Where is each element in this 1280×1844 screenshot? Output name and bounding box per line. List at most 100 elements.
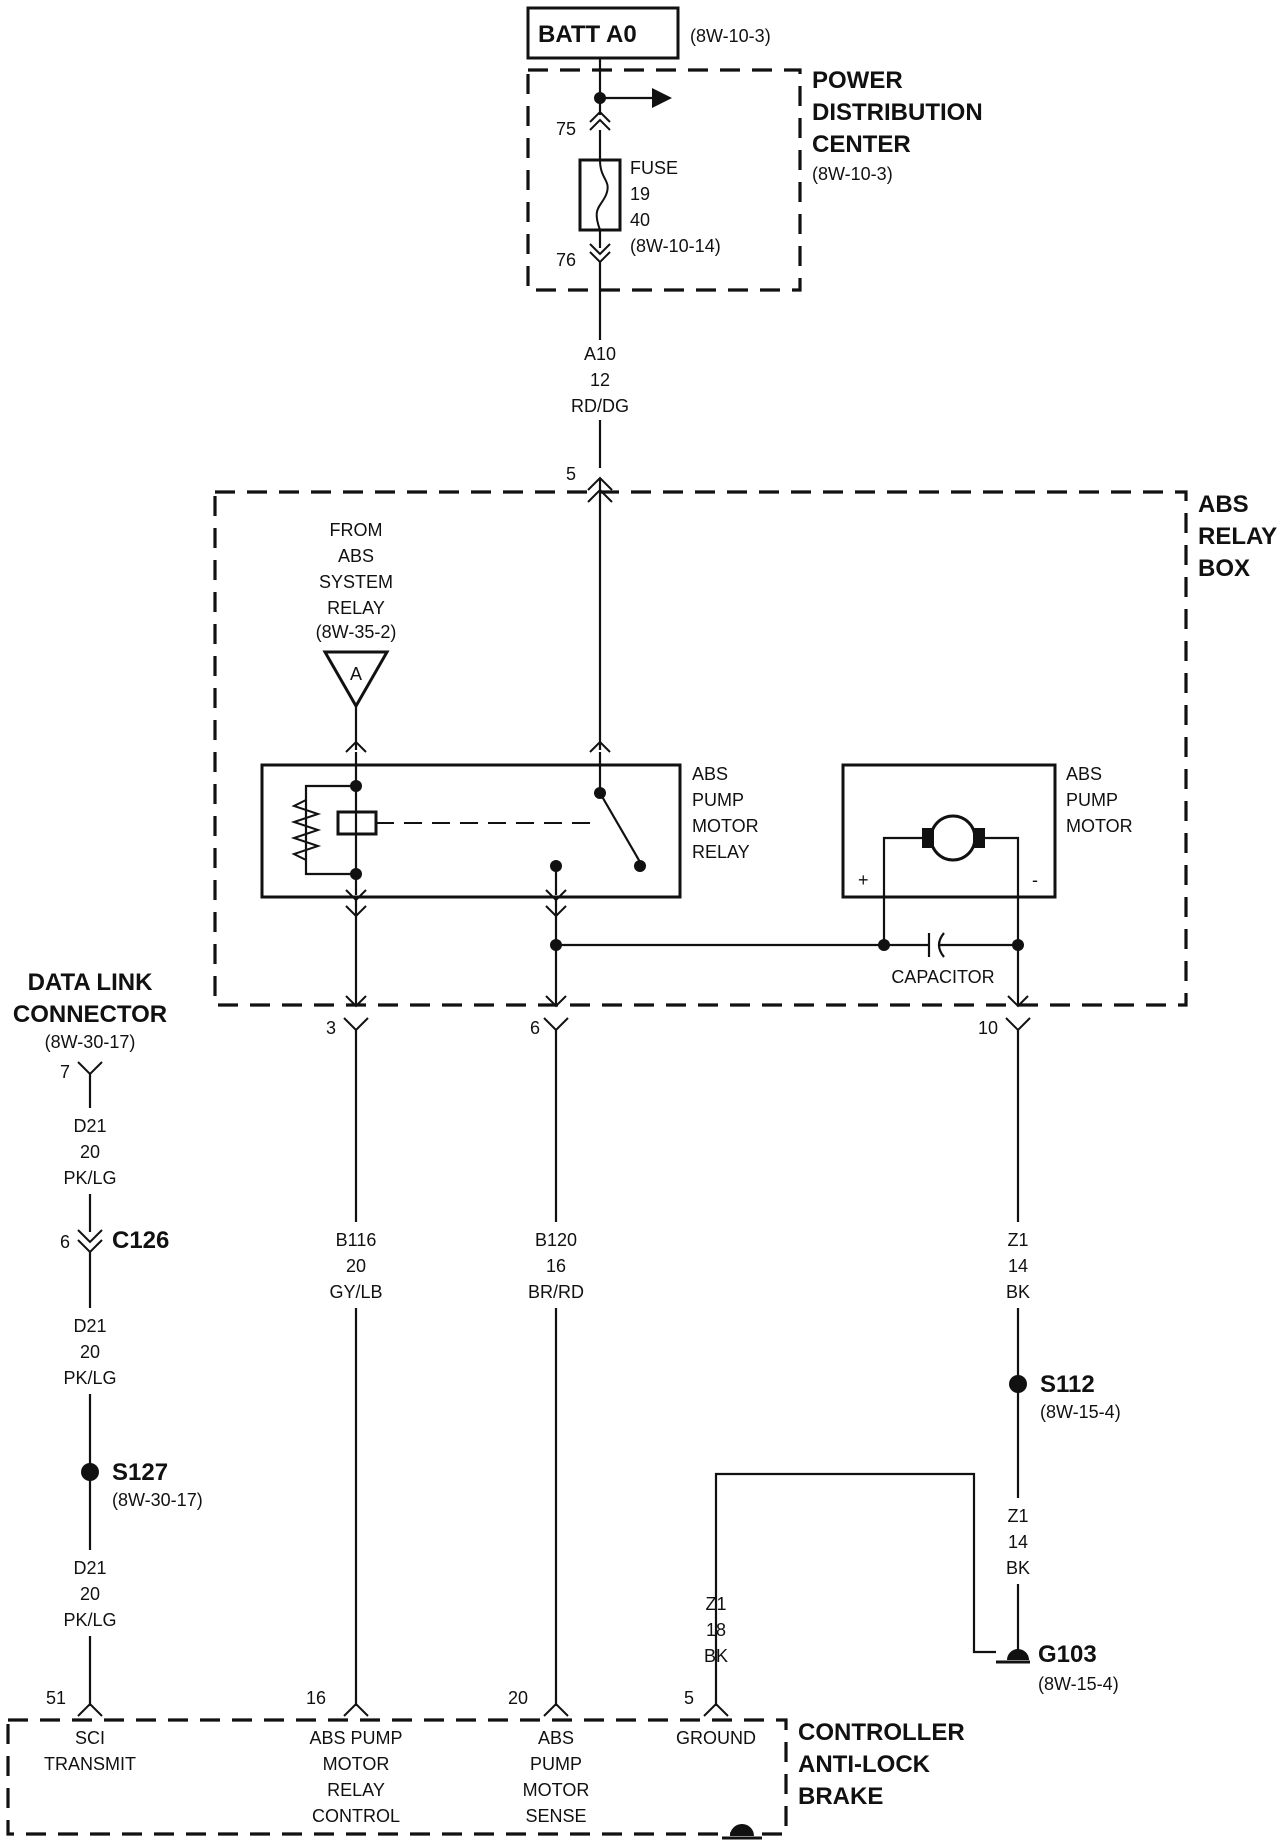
pin-10-connector-icon bbox=[1005, 1017, 1031, 1032]
relay-box-pin-5: 5 bbox=[566, 464, 576, 484]
c126-label: C126 bbox=[112, 1227, 169, 1254]
pump-relay-label-3: MOTOR bbox=[692, 816, 759, 836]
fuse-label-4: (8W-10-14) bbox=[630, 236, 721, 256]
battery-box bbox=[526, 6, 680, 60]
from-relay-line-4: RELAY bbox=[327, 598, 385, 618]
pdc-title-line-2: DISTRIBUTION bbox=[812, 99, 983, 126]
wire-b120: B120 16 BR/RD bbox=[528, 1030, 584, 1706]
z1a-circuit: Z1 bbox=[1007, 1230, 1028, 1250]
fuse-pin-top-connector-icon bbox=[589, 110, 611, 131]
pdc-title-line-3: CENTER bbox=[812, 131, 911, 158]
ctrl-pin-20-label-3: MOTOR bbox=[523, 1780, 590, 1800]
pdc-branch-arrow-icon bbox=[652, 88, 672, 108]
z1b-gauge: 14 bbox=[1008, 1532, 1028, 1552]
ctrl-pin-51-num: 51 bbox=[46, 1688, 66, 1708]
d21-gauge-2: 20 bbox=[80, 1342, 100, 1362]
resistor-loop-wire bbox=[304, 784, 356, 876]
controller-title-1: CONTROLLER bbox=[798, 1719, 965, 1746]
from-relay-line-3: SYSTEM bbox=[319, 572, 393, 592]
motor-plus-dot bbox=[878, 939, 890, 951]
pump-relay-label-2: PUMP bbox=[692, 790, 744, 810]
ctrl-pin-51-connector-icon bbox=[77, 1702, 103, 1717]
battery-block: BATT A0 (8W-10-3) bbox=[526, 6, 771, 60]
connector-a-triangle-icon bbox=[322, 650, 390, 710]
pump-motor-label-2: PUMP bbox=[1066, 790, 1118, 810]
relay-box-output-pins: 3 6 10 bbox=[326, 1017, 1031, 1038]
z1b-color: BK bbox=[1006, 1558, 1030, 1578]
relay-coil-top-connector-icon bbox=[345, 740, 367, 753]
relay-box-boundary bbox=[213, 490, 1188, 1007]
dlc-pin: 7 bbox=[60, 1062, 70, 1082]
z1c-color: BK bbox=[704, 1646, 728, 1666]
abs-relay-box: ABS RELAY BOX 5 FROM ABS SYSTEM RELAY (8… bbox=[213, 464, 1277, 1008]
controller-case-ground-icon bbox=[730, 1824, 754, 1836]
ctrl-pin-16-label-2: MOTOR bbox=[323, 1754, 390, 1774]
relay-box-title-3: BOX bbox=[1198, 555, 1250, 582]
b120-circuit: B120 bbox=[535, 1230, 577, 1250]
ctrl-pin-51-label-2: TRANSMIT bbox=[44, 1754, 136, 1774]
ctrl-pin-16-label-4: CONTROL bbox=[312, 1806, 400, 1826]
wire-z1-ground: Z1 14 BK S112 (8W-15-4) Z1 14 BK G103 (8… bbox=[704, 1030, 1121, 1706]
suppression-resistor-icon bbox=[290, 799, 322, 861]
z1c-circuit: Z1 bbox=[705, 1594, 726, 1614]
fuse-pin-bottom: 76 bbox=[556, 250, 576, 270]
switch-contact-dot bbox=[634, 860, 646, 872]
b120-gauge: 16 bbox=[546, 1256, 566, 1276]
fuse-label-1: FUSE bbox=[630, 158, 678, 178]
pdc-boundary bbox=[526, 68, 802, 292]
d21-gauge-3: 20 bbox=[80, 1584, 100, 1604]
z1a-color: BK bbox=[1006, 1282, 1030, 1302]
pdc-title-line-1: POWER bbox=[812, 67, 903, 94]
b120-color: BR/RD bbox=[528, 1282, 584, 1302]
power-distribution-center: POWER DISTRIBUTION CENTER (8W-10-3) 75 7… bbox=[526, 58, 983, 292]
connector-a-label: A bbox=[350, 664, 362, 684]
pump-relay-label-1: ABS bbox=[692, 764, 728, 784]
fuse-body bbox=[578, 158, 622, 232]
from-relay-line-1: FROM bbox=[330, 520, 383, 540]
pin-3-label: 3 bbox=[326, 1018, 336, 1038]
controller-anti-lock-brake: CONTROLLER ANTI-LOCK BRAKE 51 SCI TRANSM… bbox=[6, 1688, 965, 1840]
s112-ref: (8W-15-4) bbox=[1040, 1402, 1121, 1422]
from-relay-line-2: ABS bbox=[338, 546, 374, 566]
z1c-gauge: 18 bbox=[706, 1620, 726, 1640]
pump-relay-label-4: RELAY bbox=[692, 842, 750, 862]
motor-plus-wire bbox=[882, 836, 922, 945]
controller-boundary bbox=[6, 1718, 788, 1836]
fuse-element-icon bbox=[595, 159, 609, 231]
motor-plus-label: + bbox=[858, 870, 869, 890]
pin-3-connector-icon bbox=[343, 1017, 369, 1032]
ctrl-pin-51-label-1: SCI bbox=[75, 1728, 105, 1748]
pin-6-label: 6 bbox=[530, 1018, 540, 1038]
battery-ref: (8W-10-3) bbox=[690, 26, 771, 46]
ctrl-pin-5-num: 5 bbox=[684, 1688, 694, 1708]
b116-gauge: 20 bbox=[346, 1256, 366, 1276]
d21-color-1: PK/LG bbox=[63, 1168, 116, 1188]
ctrl-pin-16-connector-icon bbox=[343, 1702, 369, 1717]
g103-ground-icon bbox=[1007, 1649, 1029, 1660]
capacitor-plate-2 bbox=[937, 932, 945, 958]
motor-minus-label: - bbox=[1032, 870, 1038, 890]
s127-label: S127 bbox=[112, 1459, 168, 1486]
a10-circuit: A10 bbox=[584, 344, 616, 364]
wire-b116: B116 20 GY/LB bbox=[329, 1030, 383, 1706]
d21-color-3: PK/LG bbox=[63, 1610, 116, 1630]
relay-box-title-1: ABS bbox=[1198, 491, 1249, 518]
d21-circuit-3: D21 bbox=[73, 1558, 106, 1578]
data-link-connector-branch: DATA LINK CONNECTOR (8W-30-17) 7 D21 20 … bbox=[13, 969, 203, 1706]
ctrl-pin-20-num: 20 bbox=[508, 1688, 528, 1708]
pin-6-connector-icon bbox=[543, 1017, 569, 1032]
ctrl-pin-20-label-4: SENSE bbox=[525, 1806, 586, 1826]
d21-circuit-2: D21 bbox=[73, 1316, 106, 1336]
dlc-title-1: DATA LINK bbox=[28, 969, 154, 996]
b120-inner-connector-icon bbox=[545, 995, 567, 1008]
b116-circuit: B116 bbox=[336, 1230, 377, 1250]
pin-10-label: 10 bbox=[978, 1018, 998, 1038]
ctrl-pin-20-connector-icon bbox=[543, 1702, 569, 1717]
ctrl-pin-16-label-1: ABS PUMP bbox=[309, 1728, 402, 1748]
z1a-gauge: 14 bbox=[1008, 1256, 1028, 1276]
ctrl-pin-20-label-2: PUMP bbox=[530, 1754, 582, 1774]
b116-color: GY/LB bbox=[329, 1282, 382, 1302]
pump-motor-label-3: MOTOR bbox=[1066, 816, 1133, 836]
pump-motor-box bbox=[841, 763, 1057, 899]
